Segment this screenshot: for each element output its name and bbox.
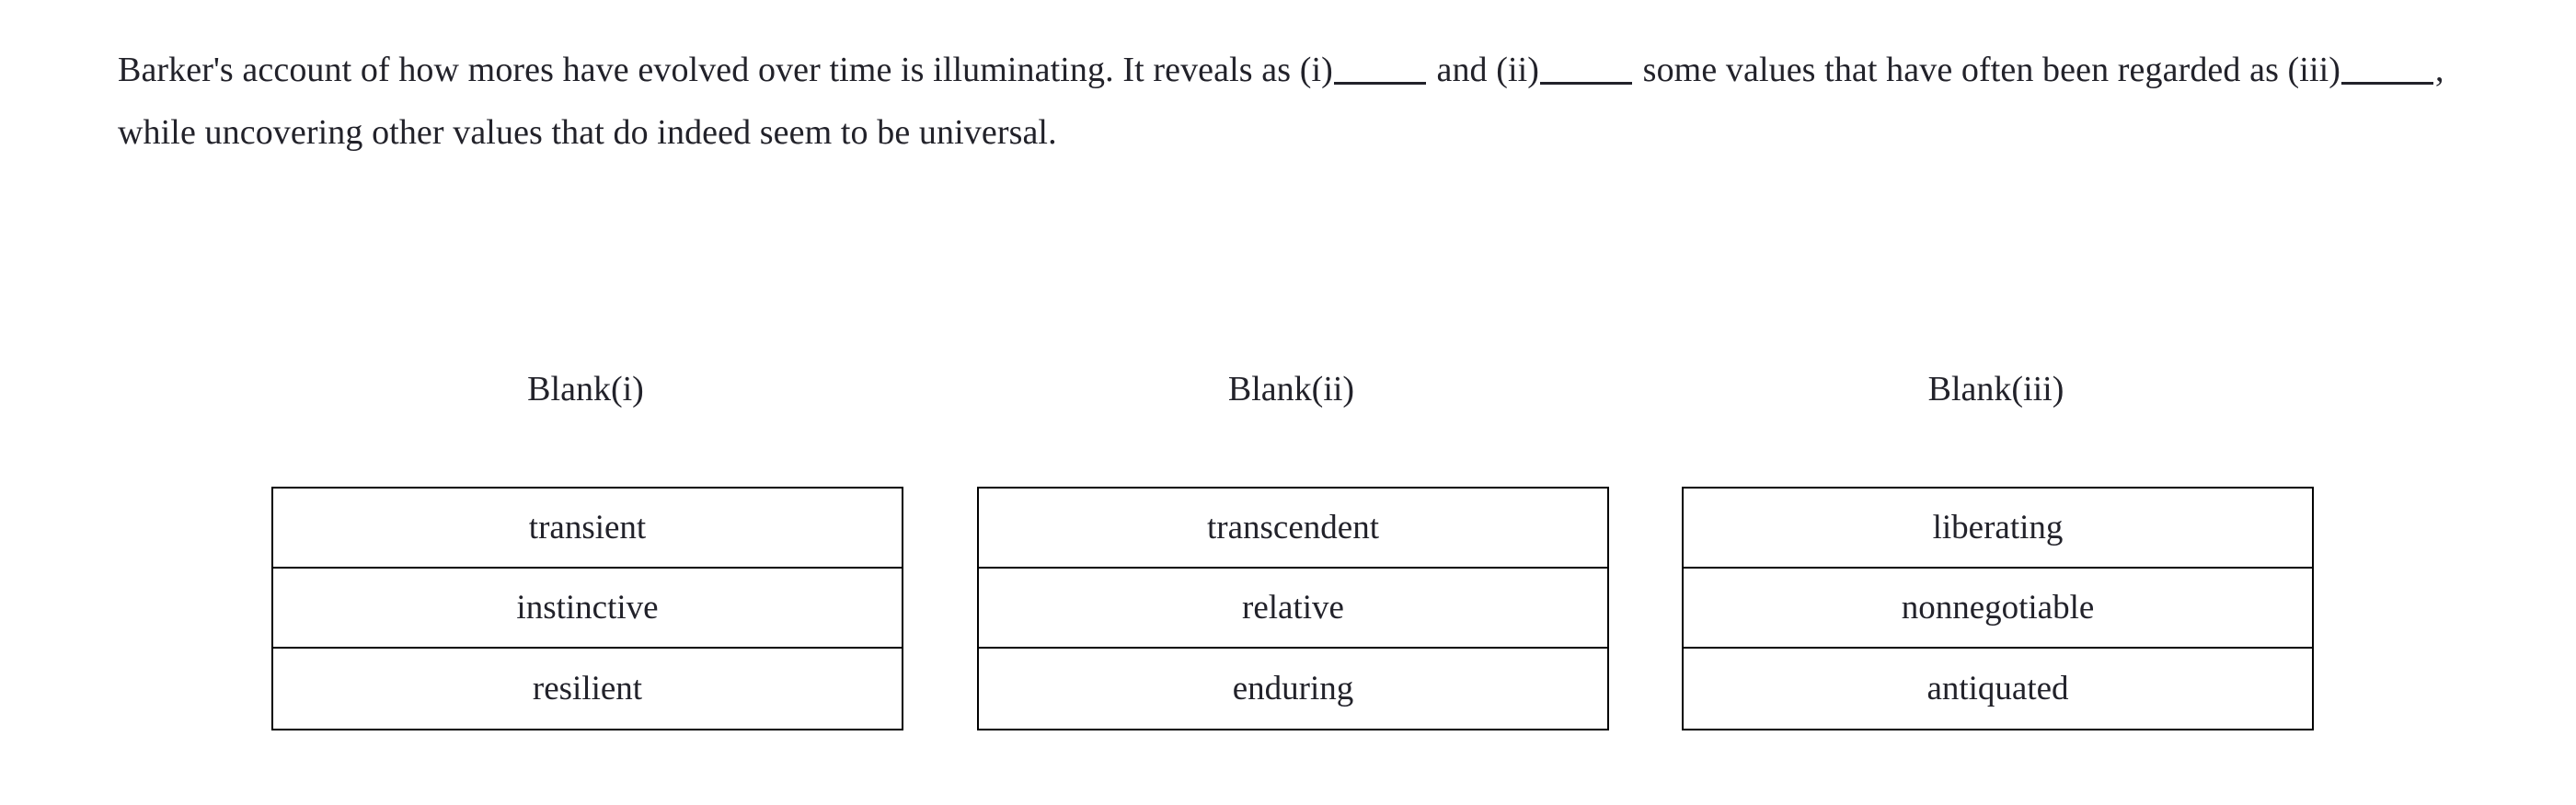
blank-ii-inline xyxy=(1540,54,1633,85)
answer-option-label: liberating xyxy=(1932,508,2064,546)
passage-text-4: some values that have often been regarde… xyxy=(1634,51,2341,89)
answer-option[interactable]: relative xyxy=(979,569,1607,649)
answer-option[interactable]: transient xyxy=(273,489,902,569)
answer-option[interactable]: resilient xyxy=(273,649,902,729)
answer-table-iii: liberating nonnegotiable antiquated xyxy=(1682,487,2314,730)
column-header-iii: Blank(iii) xyxy=(1927,370,2064,408)
answer-option-label: instinctive xyxy=(516,588,659,627)
blank-iii-inline xyxy=(2341,54,2434,85)
column-header-i: Blank(i) xyxy=(527,370,644,408)
passage-text-6: , while uncovering other values that do … xyxy=(118,51,2444,152)
answer-option-label: enduring xyxy=(1232,669,1354,707)
question-passage: Barker's account of how mores have evolv… xyxy=(118,39,2473,164)
column-header-ii: Blank(ii) xyxy=(1227,370,1355,408)
blank-i-inline xyxy=(1333,54,1426,85)
answer-column-i: Blank(i) transient instinctive resilient xyxy=(271,368,903,730)
answer-option[interactable]: enduring xyxy=(979,649,1607,729)
answer-option-label: resilient xyxy=(532,669,643,707)
answer-option-label: transcendent xyxy=(1207,508,1379,546)
answer-table-i: transient instinctive resilient xyxy=(271,487,903,730)
answer-option-label: nonnegotiable xyxy=(1901,588,2095,627)
answer-option-label: antiquated xyxy=(1926,669,2069,707)
answer-option[interactable]: nonnegotiable xyxy=(1684,569,2312,649)
answer-option[interactable]: liberating xyxy=(1684,489,2312,569)
answer-column-iii: Blank(iii) liberating nonnegotiable antiqua… xyxy=(1682,368,2314,730)
answer-option[interactable]: instinctive xyxy=(273,569,902,649)
answer-option[interactable]: antiquated xyxy=(1684,649,2312,729)
answer-option[interactable]: transcendent xyxy=(979,489,1607,569)
answer-option-label: relative xyxy=(1242,588,1344,627)
passage-text-0: Barker's account of how mores have evolv… xyxy=(118,51,1333,89)
answer-table-ii: transcendent relative enduring xyxy=(977,487,1609,730)
passage-text-2: and (ii) xyxy=(1427,51,1540,89)
answer-option-label: transient xyxy=(528,508,647,546)
answer-column-ii: Blank(ii) transcendent relative enduring xyxy=(977,368,1609,730)
